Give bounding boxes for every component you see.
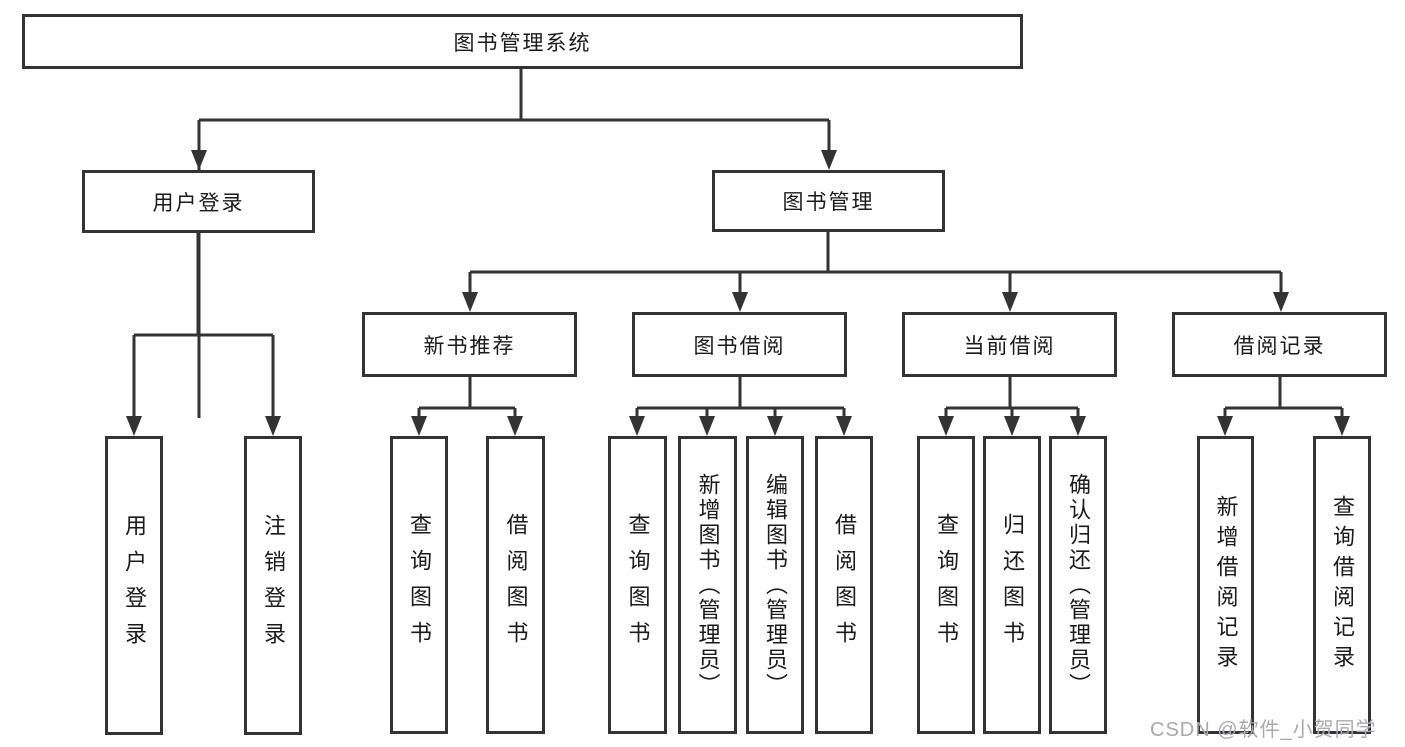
edge-bookmgmt-to-level3 — [462, 232, 1289, 312]
arrowhead — [732, 292, 748, 312]
arrowhead — [1217, 416, 1233, 436]
leaf-query-books-1: 查询图书 — [390, 436, 448, 734]
node-label: 编辑图书（管理员） — [763, 472, 788, 698]
arrowhead — [938, 416, 954, 436]
edge-bookborrow-to-leaves — [629, 377, 852, 436]
node-label: 查询图书 — [625, 513, 651, 657]
leaf-add-books-admin: 新增图书（管理员） — [678, 436, 737, 734]
node-label: 确认归还（管理员） — [1066, 472, 1091, 698]
node-label: 图书借阅 — [693, 334, 786, 358]
leaf-return-books: 归还图书 — [983, 436, 1041, 734]
leaf-borrow-books-2: 借阅图书 — [815, 436, 873, 734]
arrowhead — [507, 416, 523, 436]
leaf-logout: 注销登录 — [244, 436, 302, 735]
node-label: 查询图书 — [934, 513, 959, 657]
edge-currentborrow-to-leaves — [938, 377, 1086, 436]
arrowhead — [1273, 292, 1289, 312]
edge-borrowrecords-to-leaves — [1217, 377, 1350, 436]
node-label: 查询借阅记录 — [1330, 495, 1355, 675]
arrowhead — [629, 416, 645, 436]
edge-root-to-level2 — [191, 69, 837, 418]
arrowhead — [191, 150, 207, 170]
node-label: 新增借阅记录 — [1213, 495, 1239, 675]
leaf-query-books-2: 查询图书 — [608, 436, 667, 734]
edge-userlogin-to-leaves — [126, 233, 281, 436]
node-label: 注销登录 — [261, 513, 286, 658]
leaf-edit-books-admin: 编辑图书（管理员） — [746, 436, 804, 734]
node-label: 新书推荐 — [423, 334, 516, 358]
node-label: 新增图书（管理员） — [695, 472, 721, 698]
node-label: 用户登录 — [152, 191, 245, 215]
node-book-borrow: 图书借阅 — [632, 312, 847, 377]
arrowhead — [1334, 416, 1350, 436]
arrowhead — [126, 416, 142, 436]
node-label: 借阅图书 — [503, 513, 529, 657]
arrowhead — [1004, 416, 1020, 436]
arrowhead — [767, 416, 783, 436]
node-new-book-recommend: 新书推荐 — [362, 312, 577, 377]
arrowhead — [411, 416, 427, 436]
node-label: 归还图书 — [1000, 513, 1025, 657]
node-user-login-branch: 用户登录 — [82, 170, 315, 233]
node-book-management: 图书管理 — [712, 170, 945, 232]
node-current-borrow: 当前借阅 — [902, 312, 1117, 377]
node-label: 借阅记录 — [1233, 334, 1326, 358]
node-label: 图书管理 — [782, 191, 875, 214]
leaf-query-borrow-record: 查询借阅记录 — [1313, 436, 1371, 734]
node-label: 借阅图书 — [832, 513, 857, 657]
watermark: CSDN @软件_小贺同学 — [1150, 719, 1377, 741]
arrowhead — [821, 150, 837, 170]
leaf-query-books-3: 查询图书 — [917, 436, 975, 734]
leaf-add-borrow-record: 新增借阅记录 — [1197, 436, 1254, 734]
leaf-confirm-return-admin: 确认归还（管理员） — [1049, 436, 1107, 734]
arrowhead — [836, 416, 852, 436]
arrowhead — [699, 416, 715, 436]
arrowhead — [462, 292, 478, 312]
node-label: 用户登录 — [122, 513, 147, 658]
edge-newbookrec-to-leaves — [411, 377, 523, 436]
node-label: 图书管理系统 — [453, 31, 592, 55]
node-label: 当前借阅 — [963, 334, 1056, 358]
node-borrow-records: 借阅记录 — [1172, 312, 1387, 377]
leaf-borrow-books-1: 借阅图书 — [486, 436, 545, 734]
arrowhead — [1070, 416, 1086, 436]
arrowhead — [265, 416, 281, 436]
node-root-system: 图书管理系统 — [22, 14, 1023, 69]
node-label: 查询图书 — [407, 513, 432, 657]
arrowhead — [1002, 292, 1018, 312]
leaf-user-login: 用户登录 — [105, 436, 163, 735]
